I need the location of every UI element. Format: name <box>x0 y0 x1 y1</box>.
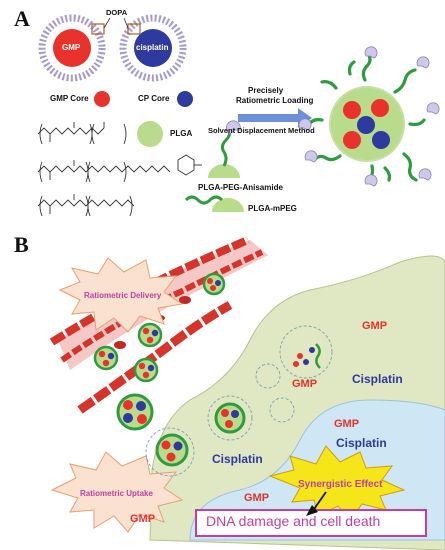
method-line-1: Precisely <box>248 86 284 95</box>
nanoparticle-group <box>93 272 246 467</box>
dna-damage-label: DNA damage and cell death <box>206 513 381 529</box>
plga-structure <box>37 122 127 145</box>
ratiometric-delivery-label: Ratiometric Delivery <box>84 291 162 300</box>
gmp-core-legend-swatch <box>94 91 110 107</box>
plga-peg-anisamide-swatch <box>208 120 241 178</box>
final-nanoparticle <box>298 46 440 187</box>
cisplatin-label-1: Cisplatin <box>352 372 403 386</box>
plga-mpeg-label: PLGA-mPEG <box>248 204 297 213</box>
legend-gmp-core-label: GMP Core <box>50 94 89 103</box>
plga-peg-anisamide-label: PLGA-PEG-Anisamide <box>198 183 283 192</box>
gmp-core-nanoparticle <box>38 14 106 82</box>
cisplatin-core-nanoparticle <box>119 14 187 82</box>
ratiometric-uptake-label: Ratiometric Uptake <box>80 489 153 498</box>
method-line-2: Ratiometric Loading <box>236 96 314 105</box>
plga-peg-anisamide-structure <box>37 154 202 183</box>
plga-mpeg-swatch <box>184 195 244 212</box>
gmp-label-2: GMP <box>292 378 318 390</box>
endosomes <box>145 325 333 477</box>
panel-a-graphic <box>37 14 440 217</box>
panel-b-letter: B <box>14 232 29 257</box>
gmp-label-3: GMP <box>334 418 360 430</box>
plga-label: PLGA <box>170 129 193 138</box>
legend-cp-core-label: CP Core <box>138 94 170 103</box>
synergistic-effect-label: Synergistic Effect <box>298 479 383 490</box>
cp-core-legend-swatch <box>177 91 193 107</box>
ratiometric-delivery-burst <box>58 257 184 333</box>
ratiometric-uptake-burst <box>50 451 184 533</box>
synergistic-effect-burst <box>268 445 406 521</box>
cisplatin-label-3: Cisplatin <box>212 452 263 466</box>
plga-mpeg-structure <box>37 194 135 217</box>
dopa-label: DOPA <box>106 8 128 17</box>
cisplatin-label-2: Cisplatin <box>336 436 387 450</box>
cisplatin-core-text: cisplatin <box>136 43 169 52</box>
gmp-core-text: GMP <box>62 43 81 52</box>
gmp-label-1: GMP <box>362 320 388 332</box>
plga-swatch <box>137 121 163 147</box>
gmp-label-5: GMP <box>130 513 156 525</box>
gmp-label-4: GMP <box>244 492 270 504</box>
panel-a-letter: A <box>14 6 30 31</box>
method-line-3: Solvent Displacement Method <box>208 126 315 135</box>
